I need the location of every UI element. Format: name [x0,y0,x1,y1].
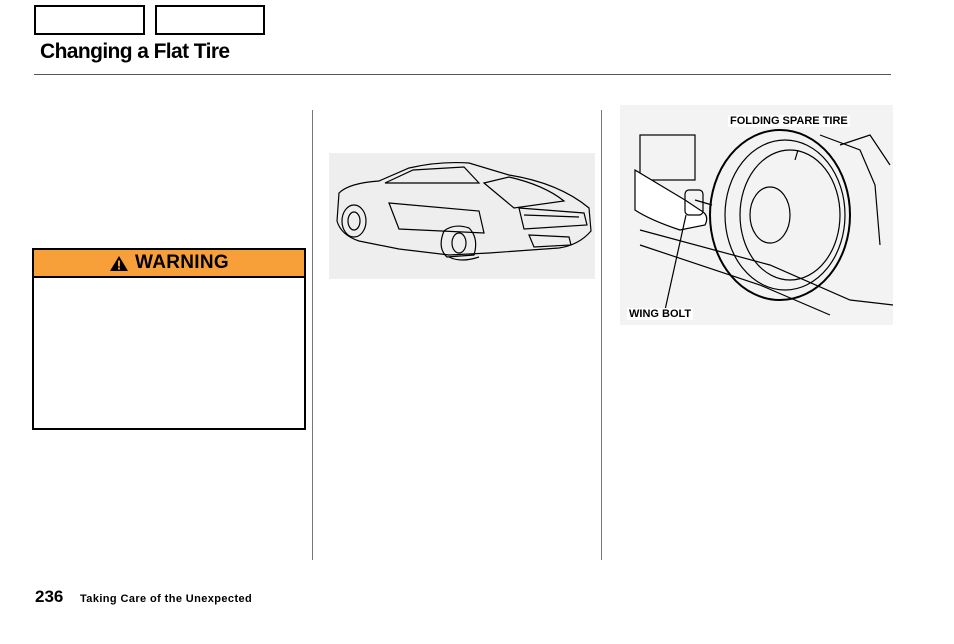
car-flat-tire-illustration [329,153,595,279]
spare-tire-icon [634,129,894,316]
title-divider [34,74,891,75]
car-icon [336,161,592,261]
spare-tire-callout: FOLDING SPARE TIRE [728,115,850,127]
previous-page-button[interactable] [34,5,145,35]
warning-label: WARNING [135,252,229,273]
column-divider-right [601,110,602,560]
section-title: Taking Care of the Unexpected [80,593,253,605]
warning-triangle-icon [110,255,129,271]
folding-spare-tire-illustration [620,105,894,325]
warning-header: WARNING [34,250,304,278]
next-page-button[interactable] [155,5,265,35]
column-divider-left [312,110,313,560]
page-title: Changing a Flat Tire [40,40,230,63]
warning-box: WARNING [32,248,306,430]
page-number: 236 [35,587,64,606]
wing-bolt-callout: WING BOLT [627,308,694,320]
